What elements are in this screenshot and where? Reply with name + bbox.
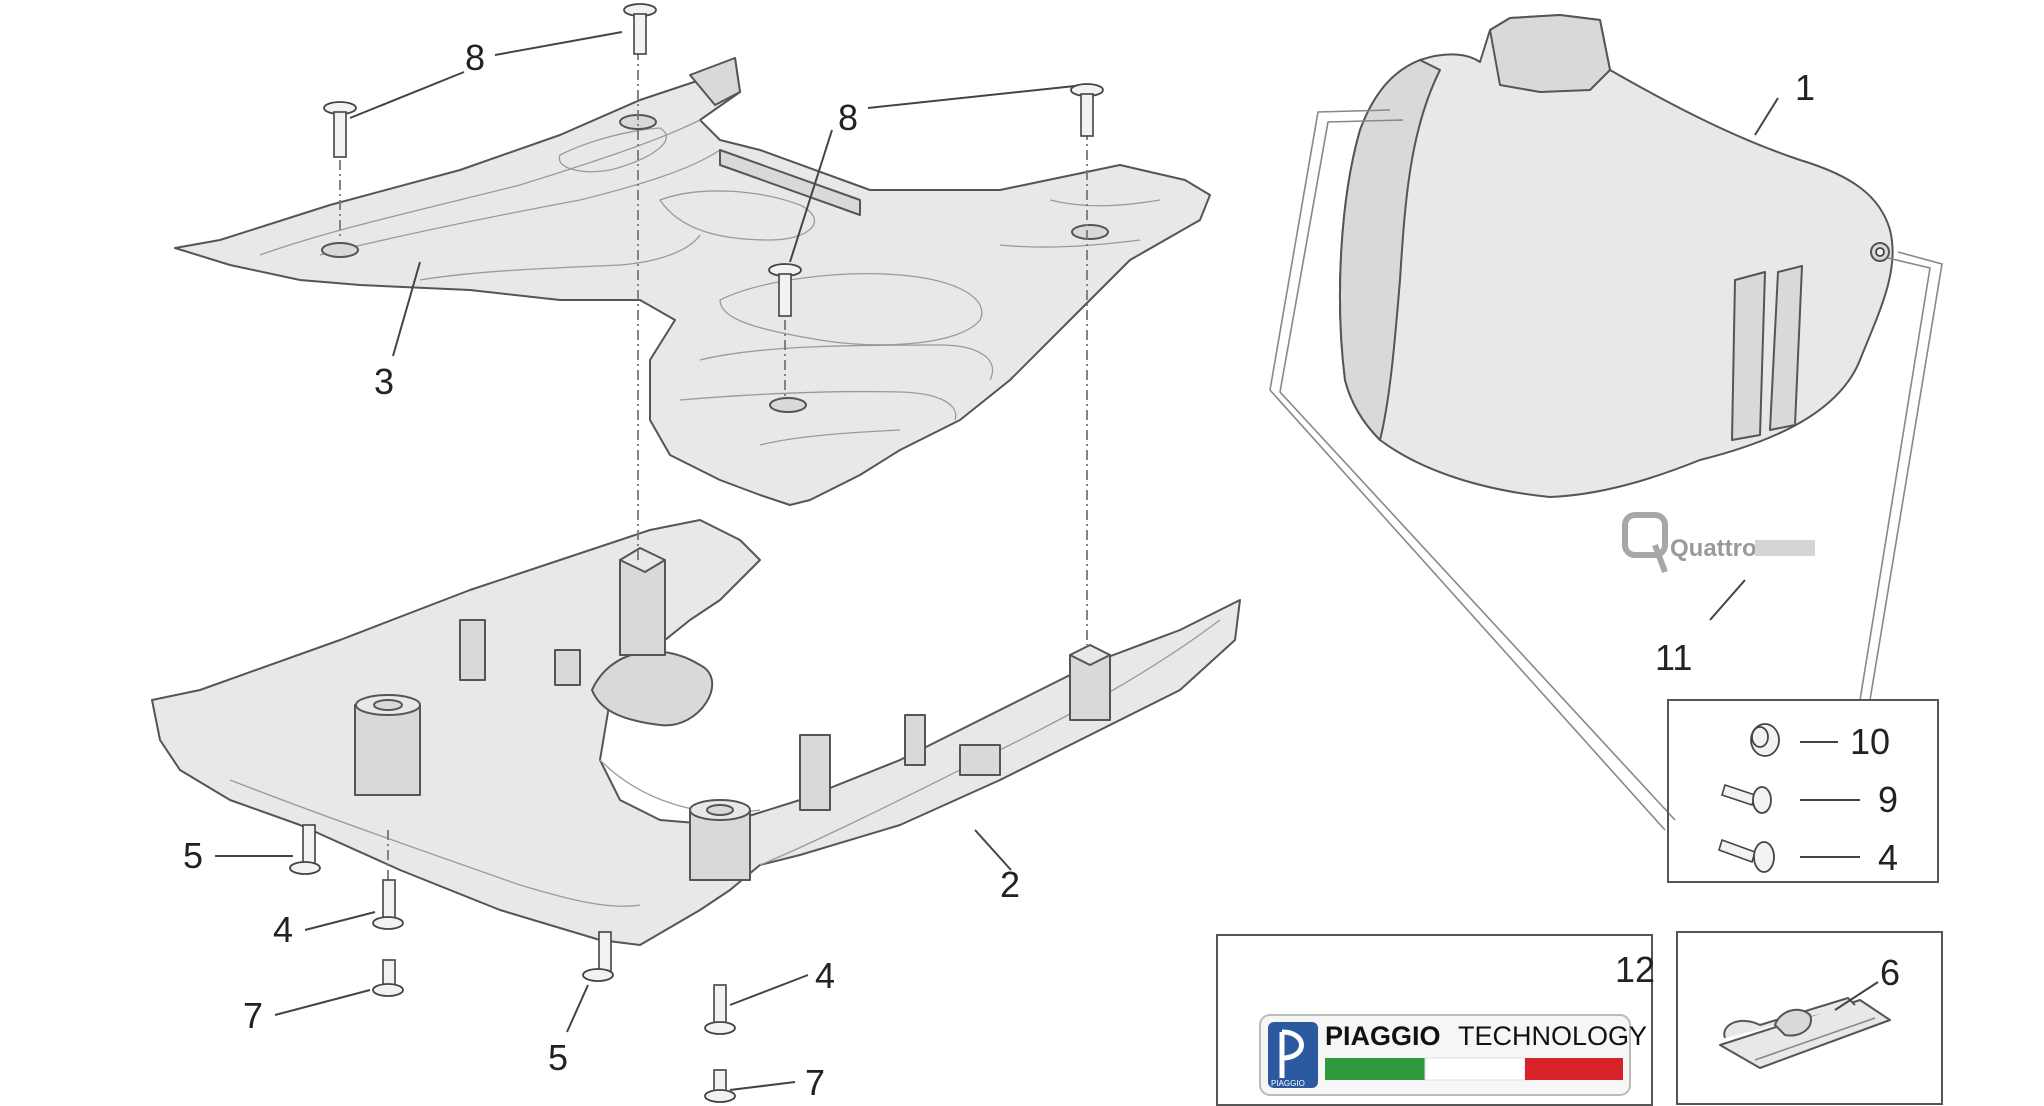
callout-6: 6 xyxy=(1880,952,1900,993)
callout-3: 3 xyxy=(374,361,394,402)
quattro-logo: Quattro xyxy=(1622,512,1815,574)
screw-icon xyxy=(704,1069,736,1103)
callout-8: 8 xyxy=(838,97,858,138)
callout-12: 12 xyxy=(1615,949,1655,990)
mounting-boss xyxy=(689,799,751,881)
piaggio-technology-decal: PIAGGIO PIAGGIO TECHNOLOGY xyxy=(1259,1014,1647,1096)
clip-box xyxy=(1676,931,1943,1105)
fastener-kit-box xyxy=(1667,699,1939,883)
decal-box xyxy=(1216,934,1653,1106)
screw-icon xyxy=(768,263,802,317)
callout-1: 1 xyxy=(1795,67,1815,108)
callout-8: 8 xyxy=(465,37,485,78)
mounting-boss xyxy=(354,694,421,796)
callout-2: 2 xyxy=(1000,864,1020,905)
svg-text:PIAGGIO: PIAGGIO xyxy=(1271,1079,1305,1088)
screw-icon xyxy=(323,101,357,158)
washer-nut-icon xyxy=(1750,723,1780,757)
callout-10: 10 xyxy=(1850,721,1890,762)
callout-4: 4 xyxy=(273,909,293,950)
screw-with-washer-icon xyxy=(1721,783,1772,814)
spring-clip-icon xyxy=(1719,997,1891,1069)
screw-icon xyxy=(623,3,657,55)
svg-text:TECHNOLOGY: TECHNOLOGY xyxy=(1458,1021,1647,1051)
screw-icon xyxy=(1070,83,1104,137)
svg-text:Quattro: Quattro xyxy=(1670,535,1757,562)
callout-9: 9 xyxy=(1878,779,1898,820)
callout-7: 7 xyxy=(805,1062,825,1103)
rear-cover-part xyxy=(1339,14,1894,498)
lower-frame-cover-part xyxy=(151,519,1241,946)
callout-4: 4 xyxy=(815,955,835,996)
mounting-boss xyxy=(619,547,666,656)
screw-icon xyxy=(1718,838,1775,873)
callout-11: 11 xyxy=(1655,637,1692,678)
callout-5: 5 xyxy=(183,835,203,876)
screw-icon xyxy=(704,984,736,1035)
screw-icon xyxy=(372,959,404,997)
screw-icon xyxy=(372,879,404,930)
callout-4: 4 xyxy=(1878,837,1898,878)
footboard-mat-part xyxy=(174,57,1211,506)
svg-text:PIAGGIO: PIAGGIO xyxy=(1325,1021,1441,1051)
screw-icon xyxy=(582,931,614,982)
callout-5: 5 xyxy=(548,1037,568,1078)
mounting-boss xyxy=(1069,644,1111,721)
screw-icon xyxy=(289,824,321,875)
callout-7: 7 xyxy=(243,995,263,1036)
